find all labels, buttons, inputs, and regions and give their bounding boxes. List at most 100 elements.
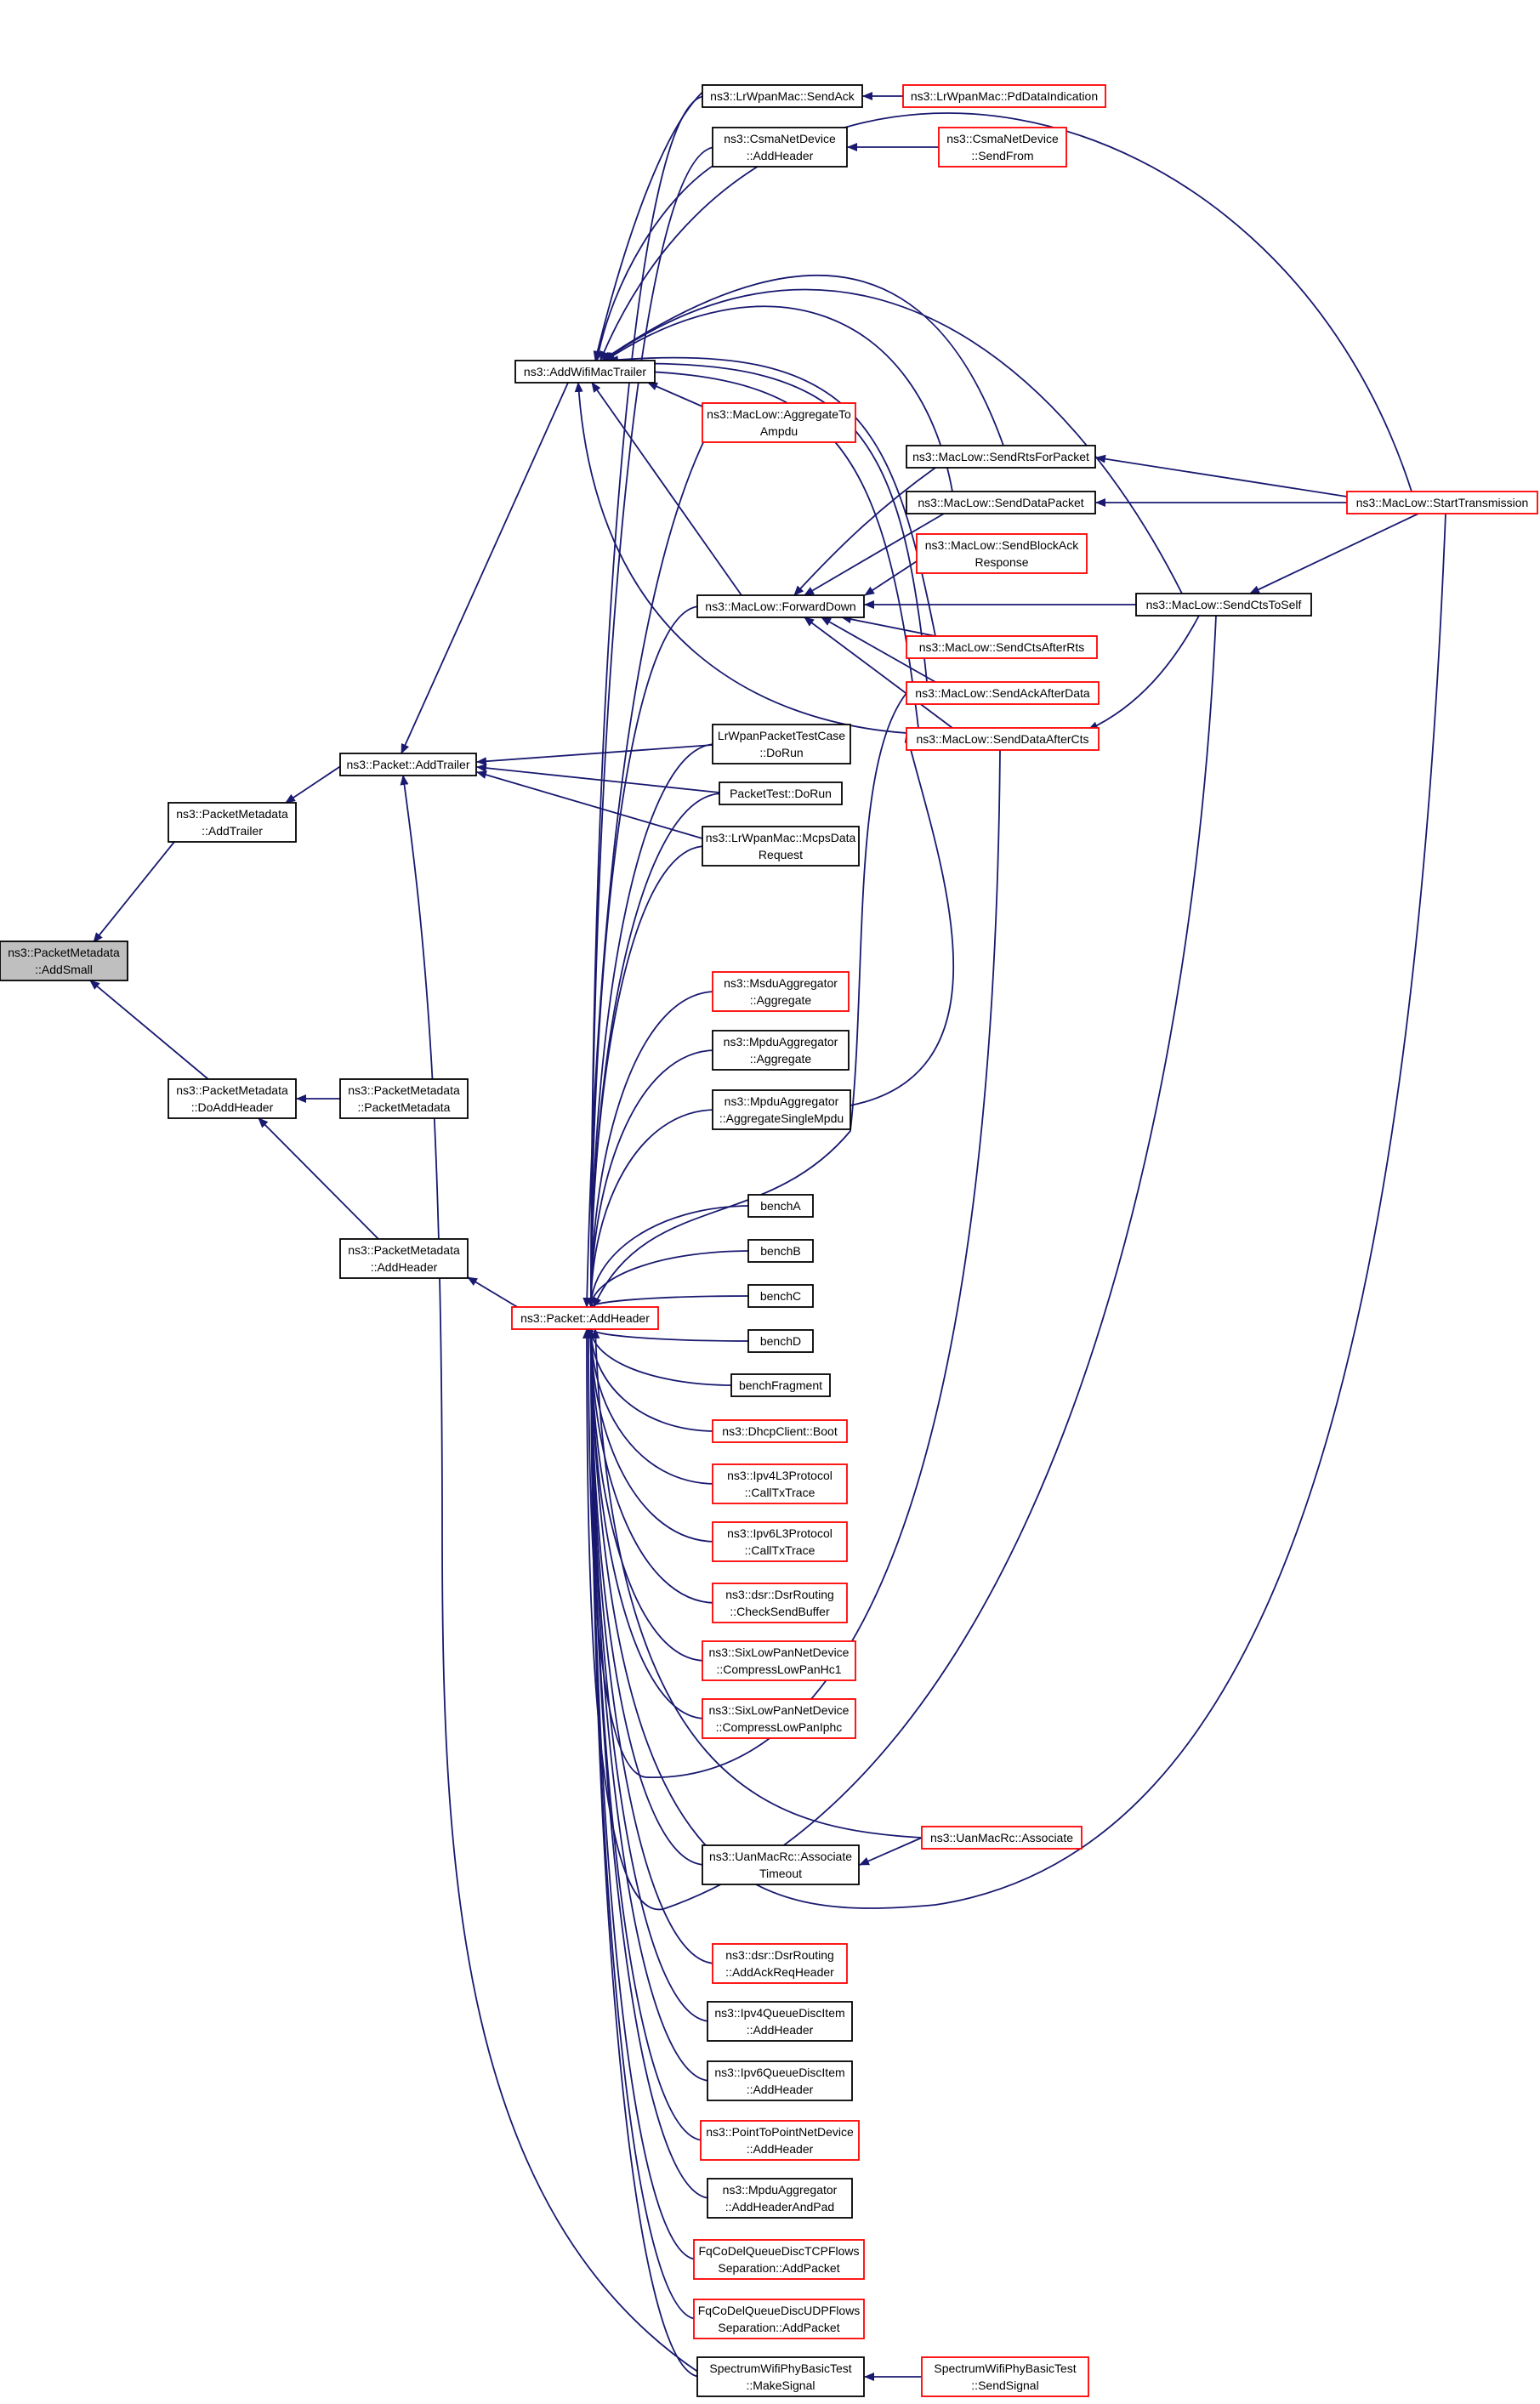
edge-maclow_forward_down-to-add_wifi_mac_trailer bbox=[591, 382, 742, 596]
node-label-line: ::AddHeader bbox=[747, 2023, 814, 2037]
node-box bbox=[702, 1698, 856, 1739]
node-maclow-send-data-after-cts[interactable]: ns3::MacLow::SendDataAfterCts bbox=[906, 727, 1100, 751]
node-pm-do-add-header[interactable]: ns3::PacketMetadata::DoAddHeader bbox=[168, 1078, 297, 1119]
node-ipv4l3-calltx[interactable]: ns3::Ipv4L3Protocol::CallTxTrace bbox=[712, 1463, 848, 1504]
node-box bbox=[339, 1238, 469, 1279]
node-bench-b[interactable]: benchB bbox=[747, 1239, 814, 1263]
node-ipv6-queue-disc-item[interactable]: ns3::Ipv6QueueDiscItem::AddHeader bbox=[707, 2060, 853, 2101]
node-sixlowpan-iphc[interactable]: ns3::SixLowPanNetDevice::CompressLowPanI… bbox=[702, 1698, 856, 1739]
node-maclow-start-transmission[interactable]: ns3::MacLow::StartTransmission bbox=[1346, 491, 1538, 514]
node-sixlowpan-hc1[interactable]: ns3::SixLowPanNetDevice::CompressLowPanH… bbox=[702, 1640, 856, 1681]
edge-maclow_send_data_packet-to-maclow_forward_down bbox=[804, 513, 945, 596]
node-box bbox=[707, 2060, 853, 2101]
node-maclow-send-data-packet[interactable]: ns3::MacLow::SendDataPacket bbox=[906, 491, 1096, 514]
node-mpdu-aggregate-single[interactable]: ns3::MpduAggregator::AggregateSingleMpdu bbox=[712, 1089, 851, 1130]
node-uanmacrc-associate[interactable]: ns3::UanMacRc::Associate bbox=[921, 1826, 1083, 1850]
node-bench-c[interactable]: benchC bbox=[747, 1284, 814, 1308]
node-maclow-send-ack-after-data[interactable]: ns3::MacLow::SendAckAfterData bbox=[906, 681, 1100, 705]
node-csma-send-from[interactable]: ns3::CsmaNetDevice::SendFrom bbox=[938, 127, 1067, 168]
node-box bbox=[339, 753, 477, 776]
node-label-line: ns3::PacketMetadata bbox=[348, 1243, 460, 1257]
node-maclow-forward-down[interactable]: ns3::MacLow::ForwardDown bbox=[696, 594, 865, 618]
edge-lrwpan_send_ack-to-add_wifi_mac_trailer bbox=[593, 84, 712, 361]
node-p2p-add-header[interactable]: ns3::PointToPointNetDevice::AddHeader bbox=[700, 2120, 860, 2161]
node-box bbox=[693, 2239, 865, 2280]
node-spectrum-send-signal[interactable]: SpectrumWifiPhyBasicTest::SendSignal bbox=[921, 2356, 1089, 2397]
node-label-line: ns3::Ipv6L3Protocol bbox=[727, 1526, 833, 1540]
node-label-line: LrWpanPacketTestCase bbox=[718, 729, 845, 742]
edge-bench_b-to-pkt_add_header bbox=[587, 1250, 753, 1308]
node-label-line: ns3::MacLow::SendAckAfterData bbox=[915, 686, 1090, 700]
node-pm-add-trailer[interactable]: ns3::PacketMetadata::AddTrailer bbox=[168, 802, 297, 843]
node-label-line: ns3::SixLowPanNetDevice bbox=[709, 1703, 850, 1717]
node-lrwpan-send-ack[interactable]: ns3::LrWpanMac::SendAck bbox=[702, 84, 863, 108]
edge-add_wifi_mac_trailer-to-pkt_add_trailer bbox=[401, 382, 569, 754]
node-dhcp-boot[interactable]: ns3::DhcpClient::Boot bbox=[712, 1419, 848, 1443]
node-dsr-check-send-buffer[interactable]: ns3::dsr::DsrRouting::CheckSendBuffer bbox=[712, 1583, 848, 1623]
node-pkt-add-trailer[interactable]: ns3::Packet::AddTrailer bbox=[339, 753, 477, 776]
node-box bbox=[1346, 491, 1538, 514]
node-box bbox=[511, 1306, 659, 1330]
node-box bbox=[702, 84, 863, 108]
node-label-line: FqCoDelQueueDiscTCPFlows bbox=[698, 2244, 859, 2258]
node-box bbox=[747, 1239, 814, 1263]
node-add-small[interactable]: ns3::PacketMetadata::AddSmall bbox=[0, 941, 128, 981]
node-add-wifi-mac-trailer[interactable]: ns3::AddWifiMacTrailer bbox=[514, 360, 656, 384]
node-label-line: Separation::AddPacket bbox=[718, 2321, 839, 2334]
node-label-line: SpectrumWifiPhyBasicTest bbox=[709, 2361, 851, 2375]
node-box bbox=[712, 971, 850, 1012]
node-box bbox=[707, 2001, 853, 2042]
node-pm-ctor[interactable]: ns3::PacketMetadata::PacketMetadata bbox=[339, 1078, 469, 1119]
node-bench-fragment[interactable]: benchFragment bbox=[730, 1373, 831, 1397]
node-fqcodel-udp[interactable]: FqCoDelQueueDiscUDPFlowsSeparation::AddP… bbox=[693, 2299, 865, 2339]
node-box bbox=[1135, 593, 1312, 617]
edge-csma_add_header-to-pkt_add_header bbox=[587, 146, 717, 1308]
node-msdu-aggregate[interactable]: ns3::MsduAggregator::Aggregate bbox=[712, 971, 850, 1012]
node-box bbox=[702, 1844, 860, 1885]
node-bench-d[interactable]: benchD bbox=[747, 1329, 814, 1353]
node-maclow-send-rts-for-packet[interactable]: ns3::MacLow::SendRtsForPacket bbox=[906, 445, 1096, 469]
node-label-line: ::DoRun bbox=[759, 746, 803, 759]
node-box bbox=[168, 1078, 297, 1119]
node-label-line: ::CheckSendBuffer bbox=[730, 1605, 830, 1618]
edge-mpdu_aggregate-to-pkt_add_header bbox=[587, 1049, 717, 1308]
node-box bbox=[906, 681, 1100, 705]
node-bench-a[interactable]: benchA bbox=[747, 1194, 814, 1218]
node-box bbox=[339, 1078, 469, 1119]
edge-maclow_start_transmission-to-maclow_send_rts_for_packet bbox=[1095, 454, 1348, 497]
node-label-line: ::Aggregate bbox=[750, 1052, 812, 1066]
node-mpdu-aggregate[interactable]: ns3::MpduAggregator::Aggregate bbox=[712, 1030, 850, 1071]
node-pkt-add-header[interactable]: ns3::Packet::AddHeader bbox=[511, 1306, 659, 1330]
node-lrwpan-pd-data-indication[interactable]: ns3::LrWpanMac::PdDataIndication bbox=[902, 84, 1106, 108]
edge-maclow_send_data_after_cts-to-maclow_forward_down bbox=[804, 617, 953, 729]
node-csma-add-header[interactable]: ns3::CsmaNetDevice::AddHeader bbox=[712, 127, 848, 168]
node-fqcodel-tcp[interactable]: FqCoDelQueueDiscTCPFlowsSeparation::AddP… bbox=[693, 2239, 865, 2280]
node-spectrum-make-signal[interactable]: SpectrumWifiPhyBasicTest::MakeSignal bbox=[696, 2356, 865, 2397]
node-ipv4-queue-disc-item[interactable]: ns3::Ipv4QueueDiscItem::AddHeader bbox=[707, 2001, 853, 2042]
edge-maclow_aggregate_to_ampdu-to-pkt_add_header bbox=[582, 436, 707, 1308]
node-pm-add-header[interactable]: ns3::PacketMetadata::AddHeader bbox=[339, 1238, 469, 1279]
node-label-line: ::AddHeader bbox=[747, 2142, 814, 2156]
node-packet-test-dorun[interactable]: PacketTest::DoRun bbox=[719, 781, 843, 805]
node-dsr-add-ack-req-header[interactable]: ns3::dsr::DsrRouting::AddAckReqHeader bbox=[712, 1943, 848, 1984]
node-ipv6l3-calltx[interactable]: ns3::Ipv6L3Protocol::CallTxTrace bbox=[712, 1521, 848, 1562]
node-maclow-send-cts-to-self[interactable]: ns3::MacLow::SendCtsToSelf bbox=[1135, 593, 1312, 617]
node-label-line: ::AddHeader bbox=[747, 2083, 814, 2096]
edge-bench_fragment-to-pkt_add_header bbox=[587, 1328, 736, 1386]
node-label-line: ns3::Ipv4QueueDiscItem bbox=[714, 2006, 844, 2020]
node-label-line: ns3::dsr::DsrRouting bbox=[725, 1588, 834, 1601]
node-box bbox=[921, 2356, 1089, 2397]
node-box bbox=[514, 360, 656, 384]
edge-lrwpan_test_dorun-to-pkt_add_header bbox=[587, 743, 717, 1308]
node-lrwpan-test-dorun[interactable]: LrWpanPacketTestCase::DoRun bbox=[712, 724, 851, 764]
node-maclow-send-cts-after-rts[interactable]: ns3::MacLow::SendCtsAfterRts bbox=[906, 635, 1098, 659]
edge-maclow_start_transmission-to-add_wifi_mac_trailer bbox=[600, 112, 1412, 492]
edge-maclow_send_cts_after_rts-to-maclow_forward_down bbox=[841, 615, 936, 637]
node-label-line: ::CompressLowPanHc1 bbox=[716, 1662, 841, 1676]
edge-bench_a-to-pkt_add_header bbox=[587, 1205, 753, 1308]
node-mpdu-add-header-and-pad[interactable]: ns3::MpduAggregator::AddHeaderAndPad bbox=[707, 2178, 853, 2219]
